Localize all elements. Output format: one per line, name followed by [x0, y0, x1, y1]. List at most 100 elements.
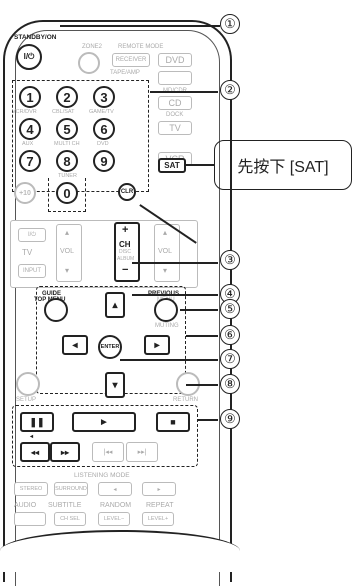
digit-6-label: DVD: [97, 141, 109, 147]
digit-3-button[interactable]: 3: [93, 86, 115, 108]
callout-8: ⑧: [220, 374, 240, 394]
digit-8-button[interactable]: 8: [56, 150, 78, 172]
rewind-icon: ◂◂: [30, 447, 40, 457]
enter-button[interactable]: ENTER: [98, 335, 122, 359]
digit-9-button[interactable]: 9: [93, 150, 115, 172]
ch-plus-icon: +: [122, 224, 129, 236]
callout-7-line: [120, 359, 218, 361]
callout-6-line: [186, 335, 218, 337]
level-minus-button[interactable]: LEVEL−: [98, 512, 130, 526]
random-label: RANDOM: [100, 502, 132, 509]
play-icon: ►: [99, 416, 109, 428]
play-button[interactable]: ►: [72, 412, 136, 432]
vol-rocker[interactable]: [154, 224, 180, 282]
ch-rocker[interactable]: [114, 222, 140, 282]
mode-left-button[interactable]: ◂: [98, 482, 132, 496]
tape-amp-button[interactable]: [158, 71, 192, 85]
digit-6-button[interactable]: 6: [93, 118, 115, 140]
setup-label: SETUP: [16, 397, 37, 403]
digit-2-label: CBL/SAT: [52, 109, 75, 115]
down-arrow-button[interactable]: ▾: [105, 372, 125, 398]
tv-label: TV: [22, 248, 33, 257]
mode-right-button[interactable]: ▸: [142, 482, 176, 496]
tv-input-button[interactable]: INPUT: [18, 264, 46, 278]
previous-track-button[interactable]: |◂◂: [92, 442, 124, 462]
sat-note-box: 先按下 [SAT]: [214, 140, 352, 190]
callout-9-line: [198, 419, 218, 421]
remote-mode-label: REMOTE MODE: [118, 44, 164, 50]
cd-button[interactable]: CD: [158, 96, 192, 110]
digit-4-label: AUX: [22, 141, 34, 147]
surround-button[interactable]: SURROUND: [54, 482, 88, 496]
digit-7-button[interactable]: 7: [19, 150, 41, 172]
callout-1: ①: [220, 14, 240, 34]
clr-button[interactable]: CLR: [118, 183, 136, 201]
audio-button[interactable]: [14, 512, 46, 526]
plus10-button[interactable]: +10: [14, 182, 36, 204]
digit-5-label: MULTI CH: [54, 141, 80, 147]
right-arrow-icon: ▸: [157, 486, 161, 493]
digit-0-button[interactable]: 0: [56, 182, 78, 204]
fast-forward-button[interactable]: ▸▸: [50, 442, 80, 462]
down-arrow-icon: ▾: [112, 379, 118, 391]
digit-2-button[interactable]: 2: [56, 86, 78, 108]
dock-label: DOCK: [166, 112, 184, 118]
tv-power-button[interactable]: I/⏻: [18, 228, 46, 242]
vol-label: VOL: [158, 248, 173, 255]
digit-5-button[interactable]: 5: [56, 118, 78, 140]
transport-frame: [12, 405, 198, 467]
digit-1-button[interactable]: 1: [19, 86, 41, 108]
number-keypad-frame: [12, 80, 149, 192]
digit-3-label: GAME/TV: [89, 109, 114, 115]
menu-button[interactable]: [154, 298, 178, 322]
level-plus-button[interactable]: LEVEL+: [142, 512, 174, 526]
up-arrow-button[interactable]: ▴: [105, 292, 125, 318]
muting-label: MUTING: [155, 323, 179, 329]
ch-label: CH: [119, 240, 131, 249]
setup-button[interactable]: [16, 372, 40, 396]
callout-9: ⑨: [220, 409, 240, 429]
stereo-button[interactable]: STEREO: [14, 482, 48, 496]
tape-amp-label: TAPE/AMP: [110, 70, 140, 76]
sat-button[interactable]: SAT: [158, 158, 186, 173]
audio-label: AUDIO: [14, 502, 37, 509]
ch-sel-button[interactable]: CH SEL: [54, 512, 86, 526]
digit-4-button[interactable]: 4: [19, 118, 41, 140]
standby-label: STANDBY/ON: [14, 34, 57, 41]
zone2-label: ZONE2: [82, 44, 103, 50]
left-arrow-icon: ◂: [113, 486, 117, 493]
tv-mode-button[interactable]: TV: [158, 121, 192, 135]
callout-2-line: [150, 91, 218, 93]
right-arrow-icon: ▸: [154, 339, 160, 351]
tv-vol-label: VOL: [60, 248, 75, 255]
remote-inner-outline: [15, 30, 220, 586]
zone2-button[interactable]: [78, 52, 100, 74]
skip-back-icon: |◂◂: [103, 449, 113, 456]
top-menu-button[interactable]: [44, 298, 68, 322]
right-arrow-button[interactable]: ▸: [144, 335, 170, 355]
callout-6: ⑥: [220, 325, 240, 345]
guide-label: GUIDE: [42, 291, 62, 297]
digit-1-label: VCR/DVR: [12, 109, 37, 115]
ch-minus-icon: −: [122, 264, 129, 276]
note-pointer-line: [186, 164, 214, 166]
vol-down-icon: ▾: [163, 266, 168, 275]
callout-3: ③: [220, 250, 240, 270]
standby-button[interactable]: I/⏻: [16, 44, 42, 70]
up-arrow-icon: ▴: [112, 299, 118, 311]
dvd-button[interactable]: DVD: [158, 53, 192, 67]
tv-vol-rocker[interactable]: [56, 224, 82, 282]
remote-bottom-curve: [0, 530, 240, 572]
tv-vol-down-icon: ▾: [65, 266, 70, 275]
receiver-button[interactable]: RECEIVER: [112, 53, 150, 67]
callout-3b-line: [132, 262, 218, 264]
next-track-button[interactable]: ▸▸|: [126, 442, 158, 462]
return-label: RETURN: [173, 397, 198, 403]
repeat-label: REPEAT: [146, 502, 174, 509]
rewind-button[interactable]: ◂◂: [20, 442, 50, 462]
pause-button[interactable]: ❚❚: [20, 412, 54, 432]
fast-forward-icon: ▸▸: [60, 447, 70, 457]
listening-mode-label: LISTENING MODE: [74, 472, 130, 479]
left-arrow-button[interactable]: ◂: [62, 335, 88, 355]
stop-button[interactable]: ■: [156, 412, 190, 432]
